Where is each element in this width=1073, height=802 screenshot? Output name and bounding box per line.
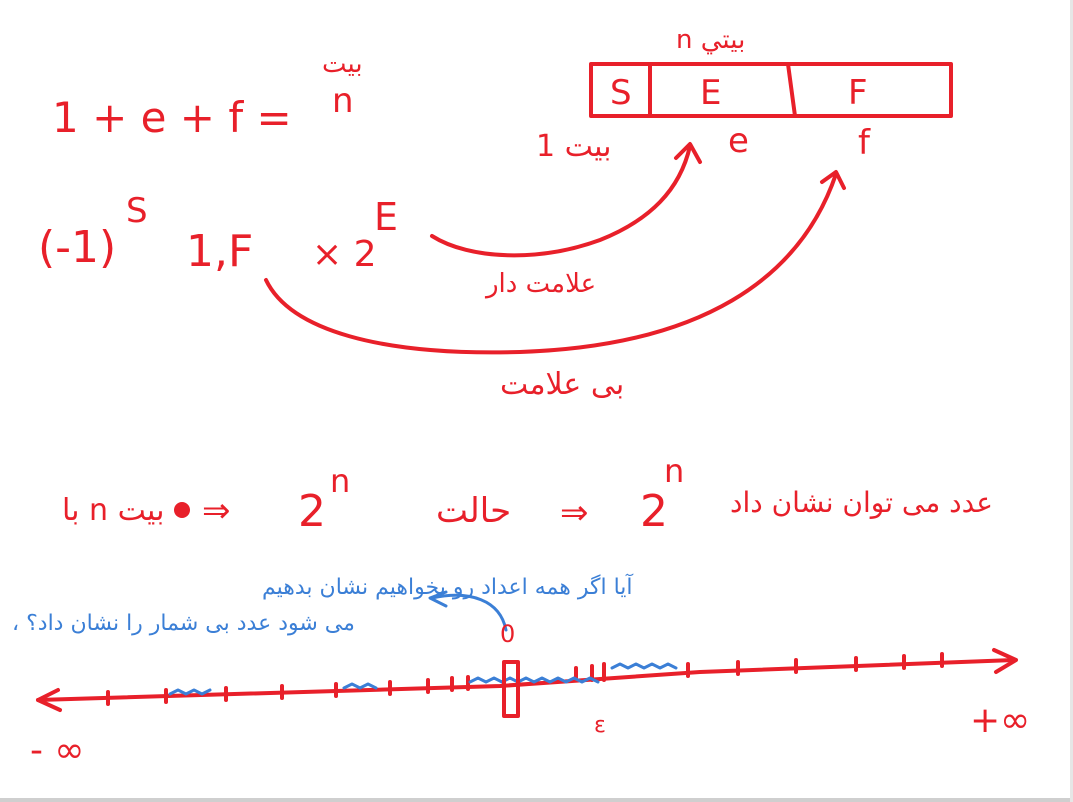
sign-term: (-1) [38, 222, 116, 273]
count-left-result: 2 [298, 486, 326, 537]
bit-layout-diagram: n بيتي S E F 1 بيت e f [536, 25, 953, 164]
epsilon-label: ε [594, 713, 606, 738]
signed-label: علامت دار [484, 269, 596, 299]
scribble-1 [168, 688, 212, 696]
exponent-letter: E [374, 195, 398, 239]
right-border [1070, 0, 1073, 802]
count-arrow-2: ⇒ [560, 493, 589, 533]
number-line: 0 ε - ∞ +∞ [30, 620, 1030, 771]
field-s: S [610, 73, 632, 113]
count-right-result: 2 [640, 486, 668, 537]
question-text-line-2: ، می شود عدد بی شمار را نشان داد؟ [12, 611, 355, 636]
arrow-head-e [674, 142, 702, 164]
scribble-4 [610, 662, 678, 670]
times-base: × 2 [312, 234, 377, 275]
pos-infinity-label: +∞ [970, 700, 1030, 741]
field-e: E [700, 73, 721, 113]
unsigned-label: بی علامت [500, 367, 624, 402]
bit-sum-rhs-top: بيت [322, 49, 363, 79]
field-f: F [848, 73, 868, 113]
count-line: با n بیت ⇒ 2 n حالت ⇒ 2 n عدد می توان نش… [62, 452, 993, 537]
arrow-head-f [820, 170, 846, 190]
neg-infinity-label: - ∞ [30, 730, 84, 771]
size-f: f [858, 123, 871, 163]
count-middle-text: حالت [436, 491, 511, 531]
bit-sum-equation: 1 + e + f = بيت n [52, 49, 363, 142]
count-left-result-exp: n [330, 462, 350, 500]
number-line-left-arrowhead [36, 688, 62, 712]
question-arrow [430, 593, 508, 632]
bit-box-outline [589, 62, 953, 118]
question-arrow-head [428, 590, 448, 608]
zero-label: 0 [500, 620, 515, 648]
zero-marker [502, 660, 520, 718]
arrow-exponent-to-e [430, 144, 692, 258]
ink-blot [174, 502, 190, 518]
bottom-border [0, 798, 1073, 802]
count-arrow-1: ⇒ [202, 491, 231, 531]
sign-exponent: S [126, 191, 148, 231]
mantissa: 1,F [186, 226, 253, 277]
scribble-3 [468, 676, 600, 684]
scribble-2 [342, 682, 378, 690]
bit-sum-rhs-bottom: n [332, 81, 354, 121]
count-right-text: عدد می توان نشان داد [730, 486, 993, 519]
question-note: آیا اگر همه اعداد رو بخواهیم نشان بدهیم … [12, 573, 633, 636]
bit-sum-text: 1 + e + f = [52, 93, 292, 142]
count-left-text: با n بیت [62, 493, 164, 528]
number-line-right-arrowhead [992, 648, 1018, 674]
size-s: 1 بيت [536, 129, 612, 164]
bit-box-divider-2 [786, 62, 797, 118]
float-formula: (-1) S 1,F × 2 E [38, 191, 398, 277]
size-e: e [728, 121, 749, 161]
box-title: n بيتي [676, 25, 745, 55]
arrow-mantissa-to-f [264, 172, 838, 355]
count-right-result-exp: n [664, 452, 684, 490]
